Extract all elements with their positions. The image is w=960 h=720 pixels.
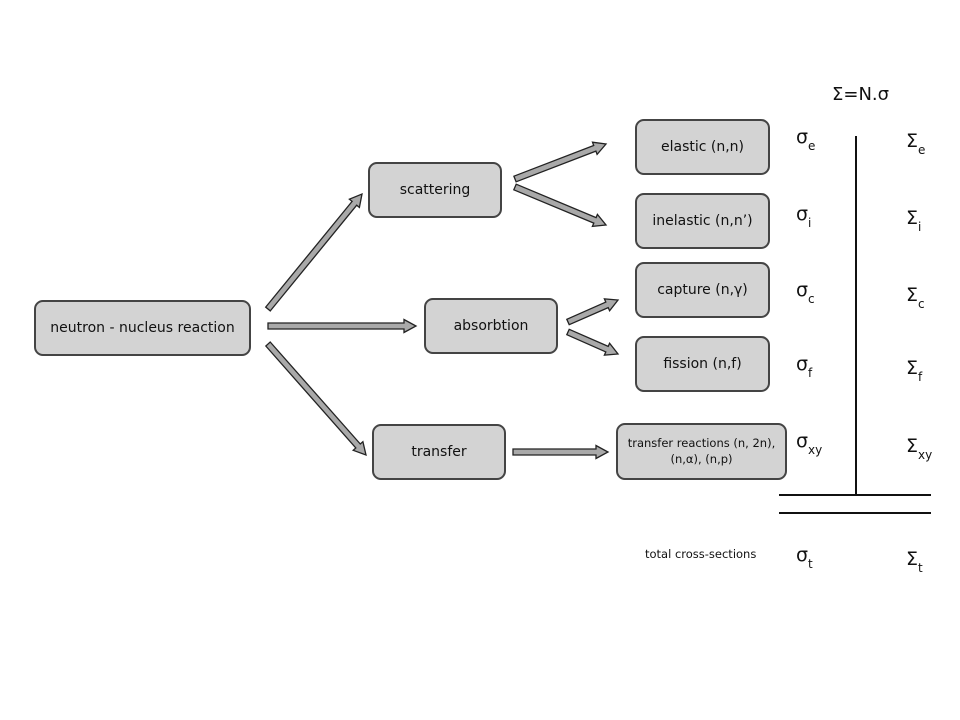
arrow-transfer-to-reactions <box>512 444 610 460</box>
sigma-fission: σf <box>796 353 813 380</box>
arrow-reaction-to-transfer <box>264 341 367 457</box>
summation-vertical-line <box>855 136 857 496</box>
transfer-box: transfer <box>372 424 506 480</box>
absorption-box: absorbtion <box>424 298 558 354</box>
formula-label: Σ=N.σ <box>832 84 890 105</box>
summation-line-lower <box>779 512 931 514</box>
macro-sigma-capture: Σc <box>906 284 925 311</box>
macro-sigma-inelastic: Σi <box>906 207 922 234</box>
arrow-scattering-to-inelastic <box>512 183 608 228</box>
scattering-box: scattering <box>368 162 502 218</box>
capture-box: capture (n,γ) <box>635 262 770 318</box>
transfer-reactions-box: transfer reactions (n, 2n), (n,α), (n,p) <box>616 423 787 480</box>
fission-box: fission (n,f) <box>635 336 770 392</box>
total-cross-sections-label: total cross-sections <box>645 547 757 561</box>
macro-sigma-total: Σt <box>906 548 923 575</box>
sigma-capture: σc <box>796 279 815 306</box>
neutron-nucleus-reaction-box: neutron - nucleus reaction <box>34 300 251 356</box>
sigma-inelastic: σi <box>796 203 812 230</box>
inelastic-box: inelastic (n,n’) <box>635 193 770 249</box>
arrow-absorption-to-fission <box>565 328 620 356</box>
macro-sigma-fission: Σf <box>906 357 923 384</box>
macro-sigma-elastic: Σe <box>906 130 926 157</box>
arrow-scattering-to-elastic <box>513 141 608 183</box>
summation-line-upper <box>779 494 931 496</box>
arrow-reaction-to-scattering <box>264 192 363 312</box>
arrow-reaction-to-absorption <box>267 318 418 334</box>
sigma-elastic: σe <box>796 126 816 153</box>
macro-sigma-transfer: Σxy <box>906 435 933 462</box>
elastic-box: elastic (n,n) <box>635 119 770 175</box>
sigma-transfer: σxy <box>796 430 823 457</box>
sigma-total: σt <box>796 544 813 571</box>
arrow-absorption-to-capture <box>565 298 620 326</box>
